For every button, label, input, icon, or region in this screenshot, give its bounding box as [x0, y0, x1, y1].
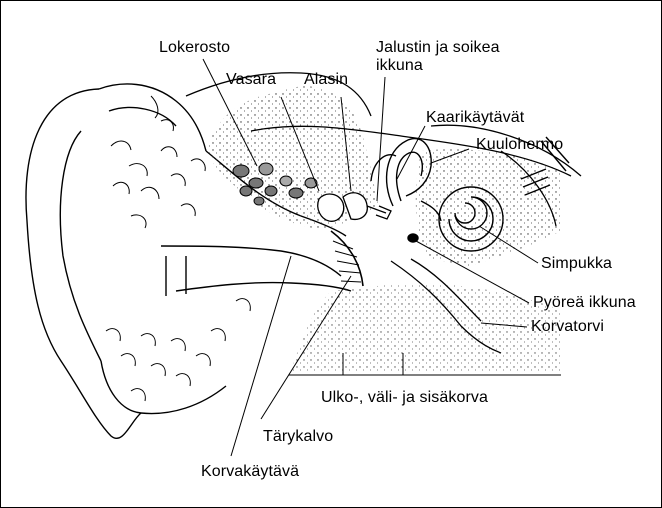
label-kaarikaytavat: Kaarikäytävät: [426, 109, 524, 127]
ossicles: [318, 193, 391, 221]
label-vasara: Vasara: [226, 71, 276, 89]
label-lokerosto: Lokerosto: [159, 39, 230, 57]
label-simpukka: Simpukka: [541, 255, 612, 273]
auricle: [26, 84, 226, 438]
label-kuulohermo: Kuulohermo: [476, 136, 563, 154]
label-korvatorvi: Korvatorvi: [531, 318, 604, 336]
eardrum: [331, 231, 363, 286]
label-korvakaytava: Korvakäytävä: [201, 463, 299, 481]
cartilage-upper: [111, 96, 205, 228]
cartilage-lower: [106, 299, 250, 401]
label-tarykalvo: Tärykalvo: [263, 428, 333, 446]
label-jalustin: Jalustin ja soikea ikkuna: [376, 39, 500, 75]
label-sections: Ulko-, väli- ja sisäkorva: [321, 389, 488, 407]
label-pyorea-ikkuna: Pyöreä ikkuna: [533, 294, 636, 312]
temporal-bone: [206, 86, 561, 371]
label-alasin: Alasin: [304, 71, 348, 89]
